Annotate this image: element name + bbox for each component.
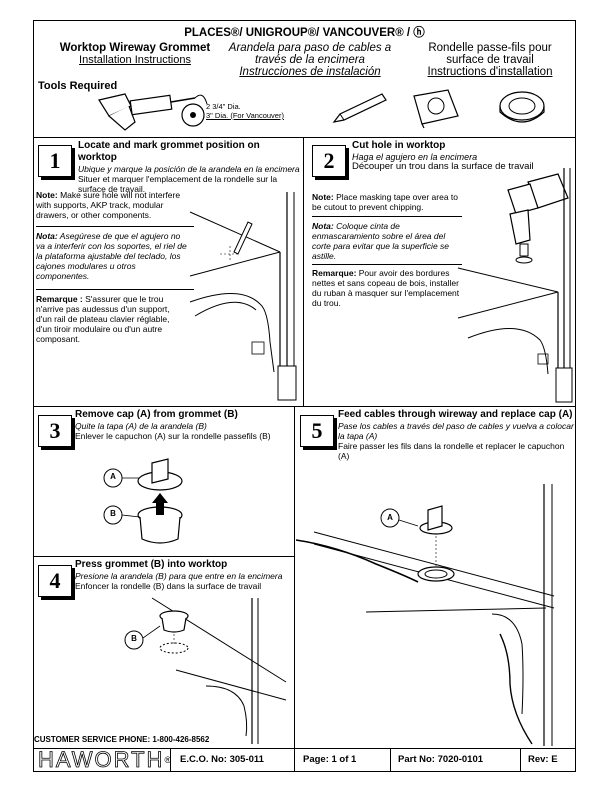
note-label: Remarque : <box>36 294 83 304</box>
hole-saw-size-1: 2 3/4" Dia. <box>206 102 241 111</box>
step-3-french: Enlever le capuchon (A) sur la rondelle … <box>75 431 271 441</box>
page-frame <box>33 20 576 772</box>
step-2-heading: Cut hole in worktop Haga el agujero en l… <box>352 140 572 172</box>
step-3-english: Remove cap (A) from grommet (B) <box>75 409 238 420</box>
step-5-english: Feed cables through wireway and replace … <box>338 409 573 420</box>
product-title: PLACES®/ UNIGROUP®/ VANCOUVER® / ⓗ <box>184 27 425 39</box>
step-5-spanish: Pase los cables a través del paso de cab… <box>338 421 574 441</box>
step-1-illustration <box>189 192 297 401</box>
note-text: Pour avoir des bordures nettes et sans c… <box>312 268 460 308</box>
spanish-subtitle: Instrucciones de instalación <box>239 66 381 78</box>
step-1-heading: Locate and mark grommet position on work… <box>78 140 300 194</box>
english-title: Worktop Wireway Grommet <box>59 42 211 54</box>
page-number: Page: 1 of 1 <box>303 754 357 765</box>
hole-saw-size: 2 3/4" Dia. 3" Dia. (For Vancouver) <box>206 102 284 120</box>
step-5-number: 5 <box>300 415 334 447</box>
drill-icon <box>98 93 208 131</box>
revision: Rev: E <box>528 754 558 765</box>
step-2-note-english: Note: Place masking tape over area to be… <box>312 192 462 212</box>
spanish-title-1: Arandela para paso de cables a <box>228 42 392 54</box>
step-2-english: Cut hole in worktop <box>352 140 446 151</box>
french-title-1: Rondelle passe-fils pour <box>428 42 552 54</box>
step-5-french: Faire passer les fils dans la rondelle e… <box>338 441 565 461</box>
masking-tape-icon <box>499 91 545 123</box>
note-label: Note: <box>36 190 58 200</box>
customer-service-phone: CUSTOMER SERVICE PHONE: 1-800-426-8562 <box>34 735 210 744</box>
divider-step1-2 <box>303 137 304 406</box>
step-2-illustration <box>457 168 573 403</box>
step-1-english: Locate and mark grommet position on work… <box>78 140 260 163</box>
step-5-illustration <box>295 484 555 746</box>
french-title-2: surface de travail <box>446 54 534 66</box>
step-4-number: 4 <box>38 565 72 597</box>
tape-measure-icon <box>413 89 459 129</box>
english-subtitle: Installation Instructions <box>79 54 191 66</box>
brand-name: HAWORTH <box>38 747 165 772</box>
divider-step3-5 <box>294 406 295 748</box>
eco-number: E.C.O. No: 305-011 <box>180 754 264 765</box>
note-text: Asegúrese de que el agujero no va a inte… <box>36 231 187 281</box>
hole-saw-size-2: 3" Dia. (For Vancouver) <box>206 111 284 120</box>
step-1-french: Situer et marquer l'emplacement de la ro… <box>78 174 278 194</box>
french-subtitle: Instructions d'installation <box>427 66 553 78</box>
step-2-french: Découper un trou dans la surface de trav… <box>352 161 534 172</box>
note-text: Make sure hole will not interfere with s… <box>36 190 181 220</box>
callout-a-label: A <box>110 472 116 481</box>
step-3-number: 3 <box>38 415 72 447</box>
step-1-note-french: Remarque : S'assurer que le trou n'arriv… <box>36 294 186 344</box>
note-divider <box>312 216 462 217</box>
footer-sep <box>294 748 295 772</box>
divider-step3-4 <box>33 556 294 557</box>
step-3-heading: Remove cap (A) from grommet (B) Quite la… <box>75 409 293 441</box>
step-4-heading: Press grommet (B) into worktop Presione … <box>75 559 293 591</box>
part-number: Part No: 7020-0101 <box>398 754 484 765</box>
step-2-spanish: Haga el agujero en la encimera <box>352 152 478 162</box>
step-1-spanish: Ubique y marque la posición de la arande… <box>78 164 300 174</box>
divider-tools <box>33 137 576 138</box>
divider-footer <box>33 748 576 749</box>
step-5-heading: Feed cables through wireway and replace … <box>338 409 574 461</box>
step-2-number: 2 <box>312 145 346 177</box>
step-2-note-spanish: Nota: Coloque cinta de enmascaramiento s… <box>312 221 462 261</box>
divider-row2 <box>33 406 576 407</box>
french-title-block: Rondelle passe-fils pour surface de trav… <box>410 42 570 78</box>
note-label: Nota: <box>312 221 334 231</box>
step-2-note-french: Remarque: Pour avoir des bordures nettes… <box>312 268 462 308</box>
note-text: Place masking tape over area to be cutou… <box>312 192 458 212</box>
step-1-note-spanish: Nota: Asegúrese de que el agujero no va … <box>36 231 191 281</box>
step-1-number: 1 <box>38 145 72 177</box>
step-4-spanish: Presione la arandela (B) para que entre … <box>75 571 283 581</box>
pencil-icon <box>332 93 387 123</box>
step-4-french: Enfoncer la rondelle (B) dans la surface… <box>75 581 262 591</box>
haworth-logo: HAWORTH® <box>38 747 174 772</box>
step-4-illustration <box>124 597 287 744</box>
step-3-illustration <box>103 458 183 544</box>
note-label: Nota: <box>36 231 58 241</box>
note-divider <box>36 289 194 290</box>
hole-saw-icon <box>181 103 205 127</box>
note-label: Remarque: <box>312 268 357 278</box>
callout-a-label: A <box>387 513 393 522</box>
footer-sep <box>390 748 391 772</box>
step-3-spanish: Quite la tapa (A) de la arandela (B) <box>75 421 207 431</box>
note-divider <box>36 226 194 227</box>
spanish-title-2: través de la encimera <box>255 54 365 66</box>
footer-sep <box>170 748 171 772</box>
tools-label: Tools Required <box>38 80 118 92</box>
spanish-title-block: Arandela para paso de cables a través de… <box>210 42 410 78</box>
note-text: S'assurer que le trou n'arrive pas audes… <box>36 294 170 344</box>
callout-b-label: B <box>131 634 137 643</box>
step-1-note-english: Note: Make sure hole will not interfere … <box>36 190 191 220</box>
callout-b-label: B <box>110 509 116 518</box>
note-text: Coloque cinta de enmascaramiento sobre e… <box>312 221 450 261</box>
note-divider <box>312 264 462 265</box>
note-label: Note: <box>312 192 334 202</box>
footer-sep <box>520 748 521 772</box>
brand-mark: ® <box>164 755 174 765</box>
step-4-english: Press grommet (B) into worktop <box>75 559 228 570</box>
english-title-block: Worktop Wireway Grommet Installation Ins… <box>40 42 230 66</box>
